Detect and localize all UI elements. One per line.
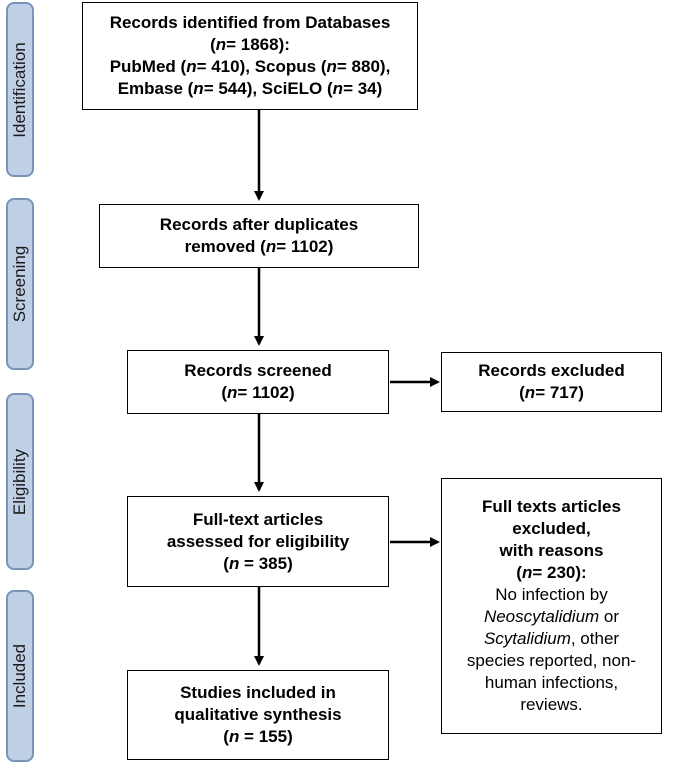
box-full-text-excluded: Full texts articles excluded, with reaso… bbox=[441, 478, 662, 734]
stage-identification: Identification bbox=[6, 2, 34, 177]
stage-eligibility: Eligibility bbox=[6, 393, 34, 570]
included-line1: Studies included in bbox=[180, 683, 336, 702]
included-line3: (n = 155) bbox=[223, 727, 293, 746]
box-records-excluded: Records excluded (n= 717) bbox=[441, 352, 662, 412]
stage-included: Included bbox=[6, 590, 34, 762]
box-full-text-assessed: Full-text articles assessed for eligibil… bbox=[127, 496, 389, 587]
identified-line2: (n= 1868): bbox=[210, 35, 290, 54]
excluded-line1: Records excluded bbox=[478, 361, 625, 380]
ftexcl-line4: (n= 230): bbox=[516, 563, 587, 582]
identified-line3: PubMed (n= 410), Scopus (n= 880), bbox=[109, 57, 391, 76]
ftexcl-line5: No infection by bbox=[495, 585, 608, 604]
ftexcl-line9: human infections, bbox=[484, 673, 619, 692]
ftexcl-line6: Neoscytalidium or bbox=[483, 607, 620, 626]
screened-line2: (n= 1102) bbox=[221, 383, 295, 402]
ftexcl-line8: species reported, non- bbox=[466, 651, 637, 670]
ftexcl-line10: reviews. bbox=[520, 695, 583, 714]
excluded-line2: (n= 717) bbox=[519, 383, 584, 402]
ftexcl-line2: excluded, bbox=[512, 519, 591, 538]
box-records-identified: Records identified from Databases (n= 18… bbox=[82, 2, 418, 110]
fulltext-line2: assessed for eligibility bbox=[166, 531, 350, 551]
duplicates-line1: Records after duplicates bbox=[159, 215, 359, 234]
included-line2: qualitative synthesis bbox=[174, 705, 342, 724]
ftexcl-line3: with reasons bbox=[499, 541, 604, 560]
screened-line1: Records screened bbox=[184, 361, 332, 380]
box-records-screened: Records screened (n= 1102) bbox=[127, 350, 389, 414]
duplicates-line2: removed (n= 1102) bbox=[184, 237, 334, 256]
stage-screening: Screening bbox=[6, 198, 34, 370]
identified-line4: Embase (n= 544), SciELO (n= 34) bbox=[117, 79, 383, 98]
ftexcl-line7: Scytalidium, other bbox=[483, 629, 620, 648]
box-studies-included: Studies included in qualitative synthesi… bbox=[127, 670, 389, 760]
fulltext-line3: (n = 385) bbox=[223, 553, 293, 573]
identified-line1: Records identified from Databases bbox=[109, 13, 391, 32]
ftexcl-line1: Full texts articles bbox=[482, 497, 621, 516]
box-duplicates-removed: Records after duplicates removed (n= 110… bbox=[99, 204, 419, 268]
fulltext-line1: Full-text articles bbox=[192, 509, 324, 529]
